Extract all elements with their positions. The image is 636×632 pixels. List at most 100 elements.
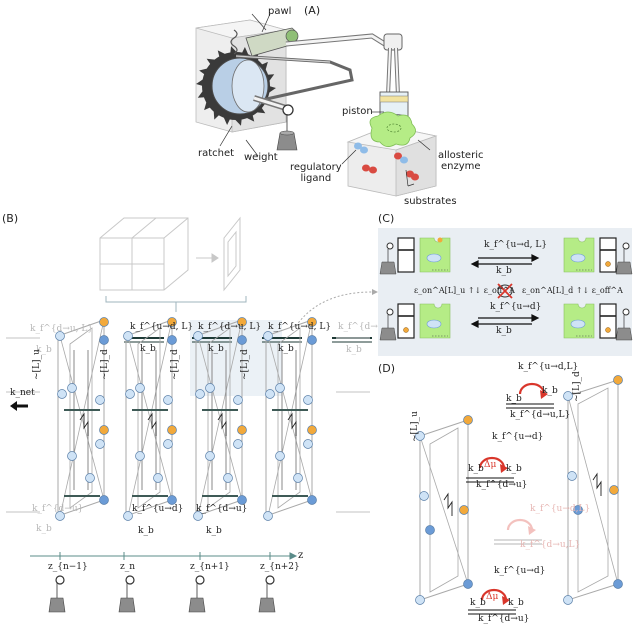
cycle-arrowhead <box>500 464 508 473</box>
state-node <box>205 451 215 461</box>
panel-a-leaders <box>219 13 431 187</box>
c-kb-top: k_b <box>496 266 512 276</box>
delta-mu-cycle <box>468 588 516 615</box>
ratchet-tooth <box>241 47 249 56</box>
state-node <box>233 439 243 449</box>
state-node <box>125 389 135 399</box>
state-node <box>419 491 429 501</box>
state-node <box>195 389 205 399</box>
faint-cube-sketch <box>99 216 241 292</box>
d-kb-top-right: k_b <box>542 386 558 396</box>
weight-block <box>118 597 136 613</box>
weight-block <box>188 597 206 613</box>
ratchet-tooth <box>267 74 275 82</box>
b-kf-ud-3: k_f^{u→d, L} <box>268 322 332 332</box>
state-node <box>263 511 273 521</box>
b-kf-du-left: k_f^{d→u, L} <box>30 324 94 334</box>
cycle-arrowhead <box>502 596 510 605</box>
lattice-rail <box>127 319 173 517</box>
state-node <box>563 391 573 401</box>
z-tick-3: z_{n+2} <box>260 562 300 572</box>
ratchet-tooth <box>245 114 255 122</box>
spool <box>125 575 135 585</box>
b-kb-2: k_b <box>208 344 224 354</box>
state-node <box>167 495 177 505</box>
spool <box>265 575 275 585</box>
bound-ligand <box>426 253 442 263</box>
d-kf-dul-top: k_f^{d→u,L} <box>510 410 571 420</box>
state-node <box>205 383 215 393</box>
panel-a-tag: (A) <box>304 4 321 17</box>
weight-block <box>615 327 633 341</box>
state-node <box>123 511 133 521</box>
state-node <box>415 431 425 441</box>
panel-c-rate-arrows <box>470 254 540 328</box>
c-left-rates: ε_on^A[L]_u ↑↓ ε_off^A <box>414 286 515 295</box>
ratchet-tooth <box>199 68 209 75</box>
ratchet-glyph <box>287 412 297 436</box>
ratchet-glyph <box>443 492 453 516</box>
delta-mu-cycle <box>506 382 554 409</box>
piston-enzyme-unit <box>379 237 451 275</box>
ligand-dot <box>437 237 443 243</box>
ratchet-glyph <box>592 472 602 496</box>
state-node <box>153 473 163 483</box>
b-kf-ud-1: k_f^{u→d, L} <box>130 322 194 332</box>
d-kf-udl-top: k_f^{u→d,L} <box>518 362 579 372</box>
b-kb-3: k_b <box>278 344 294 354</box>
state-node <box>99 335 109 345</box>
spool <box>386 242 394 250</box>
d-l-u: ~[L]_u <box>410 411 420 442</box>
hanging-weight <box>48 575 66 613</box>
spool <box>55 575 65 585</box>
allosteric-enzyme-blob <box>369 111 416 147</box>
state-node <box>99 317 109 327</box>
lattice-column <box>263 317 372 521</box>
ratchet-tooth <box>230 46 238 54</box>
d-kb-mid-left: k_b <box>468 464 484 474</box>
z-tick-2: z_{n+1} <box>190 562 230 572</box>
ligand-dot <box>605 261 611 267</box>
hanging-weight <box>118 575 136 613</box>
state-node <box>95 439 105 449</box>
state-node <box>223 473 233 483</box>
piston-enzyme-unit <box>563 237 633 275</box>
b-kf-du-bottom-left: k_f^{d→u} <box>32 504 84 514</box>
weight-block <box>379 327 397 341</box>
b-kf-du-right: k_f^{d→u, L} <box>338 322 402 332</box>
d-kf-dul-faint: k_f^{d→u,L} <box>520 540 581 550</box>
spool <box>622 242 630 250</box>
z-axis <box>30 552 298 560</box>
state-node <box>303 395 313 405</box>
lattice-rail <box>59 319 105 517</box>
ratchet-tooth <box>234 118 242 126</box>
bound-ligand <box>570 319 586 329</box>
d-kf-du-bottom: k_f^{d→u} <box>478 614 530 624</box>
forbidden-transition-icon <box>497 283 513 299</box>
spool <box>195 575 205 585</box>
state-node <box>307 335 317 345</box>
regulatory-ligand-label: regulatory ligand <box>290 162 342 184</box>
state-node <box>135 451 145 461</box>
bound-ligand <box>426 319 442 329</box>
weight-block <box>258 597 276 613</box>
state-node <box>237 495 247 505</box>
weight-block <box>615 261 633 275</box>
state-node <box>609 485 619 495</box>
crank-shaft <box>285 33 403 97</box>
hanging-weight <box>188 575 206 613</box>
state-node <box>463 579 473 589</box>
k-net-label: k_net <box>10 388 35 398</box>
b-kb-bottom-2: k_b <box>206 526 222 536</box>
lattice-column <box>123 317 232 521</box>
d-lattice-column <box>415 415 473 605</box>
weight-label: weight <box>244 152 278 163</box>
state-node <box>167 335 177 345</box>
cycle-arc <box>506 518 534 531</box>
piston-box <box>599 303 617 339</box>
c-kb-bottom: k_b <box>496 326 512 336</box>
ligand-dot <box>403 327 409 333</box>
link-to-panel-c <box>295 291 373 327</box>
